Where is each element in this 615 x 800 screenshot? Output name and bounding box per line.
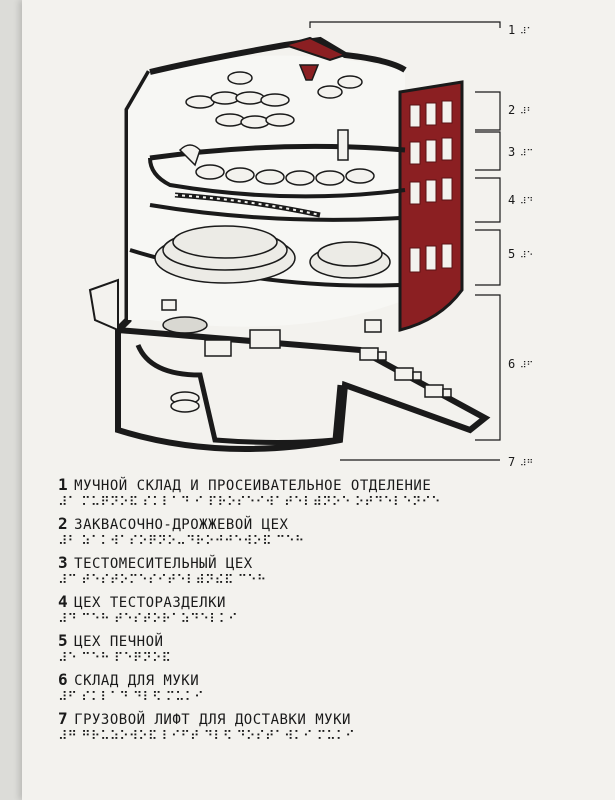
legend-number: 6 — [58, 670, 68, 689]
marker-7-number: 7 — [508, 455, 515, 469]
legend-text: ЦЕХ ТЕСТОРАЗДЕЛКИ — [74, 595, 226, 611]
legend-braille: ⠼⠛ ⠛⠗⠥⠵⠕⠺⠕⠯ ⠇⠊⠋⠞ ⠙⠇⠫ ⠙⠕⠎⠞⠁⠺⠅⠊ ⠍⠥⠅⠊ — [58, 729, 578, 745]
legend-text: МУЧНОЙ СКЛАД И ПРОСЕИВАТЕЛЬНОЕ ОТДЕЛЕНИЕ — [74, 478, 431, 494]
legend-item-3: 3 ТЕСТОМЕСИТЕЛЬНЫЙ ЦЕХ ⠼⠉ ⠞⠑⠎⠞⠕⠍⠑⠎⠊⠞⠑⠇⠾⠝⠮… — [58, 554, 578, 589]
side-annex — [90, 280, 118, 330]
legend-braille: ⠼⠁ ⠍⠥⠟⠝⠕⠯ ⠎⠅⠇⠁⠙ ⠊ ⠏⠗⠕⠎⠑⠊⠺⠁⠞⠑⠇⠾⠝⠕⠑ ⠕⠞⠙⠑⠇⠑… — [58, 495, 578, 511]
legend-braille: ⠼⠙ ⠉⠑⠓ ⠞⠑⠎⠞⠕⠗⠁⠵⠙⠑⠇⠅⠊ — [58, 612, 578, 628]
marker-4-number: 4 — [508, 193, 515, 207]
marker-2-number: 2 — [508, 103, 515, 117]
legend-label: 4 ЦЕХ ТЕСТОРАЗДЕЛКИ — [58, 593, 578, 612]
legend-item-7: 7 ГРУЗОВОЙ ЛИФТ ДЛЯ ДОСТАВКИ МУКИ ⠼⠛ ⠛⠗⠥⠵… — [58, 710, 578, 745]
legend-item-6: 6 СКЛАД ДЛЯ МУКИ ⠼⠋ ⠎⠅⠇⠁⠙ ⠙⠇⠫ ⠍⠥⠅⠊ — [58, 671, 578, 706]
legend-number: 2 — [58, 514, 68, 533]
legend-text: ТЕСТОМЕСИТЕЛЬНЫЙ ЦЕХ — [74, 556, 253, 572]
legend-label: 7 ГРУЗОВОЙ ЛИФТ ДЛЯ ДОСТАВКИ МУКИ — [58, 710, 578, 729]
legend-label: 3 ТЕСТОМЕСИТЕЛЬНЫЙ ЦЕХ — [58, 554, 578, 573]
legend-number: 7 — [58, 709, 68, 728]
marker-4-braille: ⠼⠙ — [520, 196, 533, 207]
legend: 1 МУЧНОЙ СКЛАД И ПРОСЕИВАТЕЛЬНОЕ ОТДЕЛЕНИ… — [58, 476, 578, 749]
legend-braille: ⠼⠉ ⠞⠑⠎⠞⠕⠍⠑⠎⠊⠞⠑⠇⠾⠝⠮⠯ ⠉⠑⠓ — [58, 573, 578, 589]
legend-number: 5 — [58, 631, 68, 650]
legend-text: ЗАКВАСОЧНО-ДРОЖЖЕВОЙ ЦЕХ — [74, 517, 288, 533]
legend-label: 5 ЦЕХ ПЕЧНОЙ — [58, 632, 578, 651]
marker-5-braille: ⠼⠑ — [520, 250, 533, 261]
legend-item-1: 1 МУЧНОЙ СКЛАД И ПРОСЕИВАТЕЛЬНОЕ ОТДЕЛЕНИ… — [58, 476, 578, 511]
legend-item-2: 2 ЗАКВАСОЧНО-ДРОЖЖЕВОЙ ЦЕХ ⠼⠃ ⠵⠁⠅⠺⠁⠎⠕⠟⠝⠕⠤… — [58, 515, 578, 550]
marker-1-braille: ⠼⠁ — [520, 26, 533, 37]
legend-number: 4 — [58, 592, 68, 611]
legend-text: СКЛАД ДЛЯ МУКИ — [74, 673, 199, 689]
level-markers: 1 ⠼⠁ 2 ⠼⠃ 3 ⠼⠉ 4 ⠼⠙ 5 ⠼⠑ 6 ⠼⠋ 7 ⠼⠛ — [508, 23, 533, 469]
legend-braille: ⠼⠋ ⠎⠅⠇⠁⠙ ⠙⠇⠫ ⠍⠥⠅⠊ — [58, 690, 578, 706]
legend-label: 6 СКЛАД ДЛЯ МУКИ — [58, 671, 578, 690]
marker-5-number: 5 — [508, 247, 515, 261]
marker-2-braille: ⠼⠃ — [520, 106, 533, 117]
bakery-cutaway-diagram: 1 ⠼⠁ 2 ⠼⠃ 3 ⠼⠉ 4 ⠼⠙ 5 ⠼⠑ 6 ⠼⠋ 7 ⠼⠛ — [0, 0, 615, 470]
marker-6-number: 6 — [508, 357, 515, 371]
legend-number: 3 — [58, 553, 68, 572]
legend-label: 2 ЗАКВАСОЧНО-ДРОЖЖЕВОЙ ЦЕХ — [58, 515, 578, 534]
marker-3-braille: ⠼⠉ — [520, 148, 533, 159]
legend-braille: ⠼⠑ ⠉⠑⠓ ⠏⠑⠟⠝⠕⠯ — [58, 651, 578, 667]
legend-text: ЦЕХ ПЕЧНОЙ — [74, 634, 163, 650]
legend-number: 1 — [58, 475, 68, 494]
marker-7-braille: ⠼⠛ — [520, 458, 533, 469]
legend-item-4: 4 ЦЕХ ТЕСТОРАЗДЕЛКИ ⠼⠙ ⠉⠑⠓ ⠞⠑⠎⠞⠕⠗⠁⠵⠙⠑⠇⠅⠊ — [58, 593, 578, 628]
legend-item-5: 5 ЦЕХ ПЕЧНОЙ ⠼⠑ ⠉⠑⠓ ⠏⠑⠟⠝⠕⠯ — [58, 632, 578, 667]
marker-3-number: 3 — [508, 145, 515, 159]
marker-6-braille: ⠼⠋ — [520, 360, 533, 371]
marker-1-number: 1 — [508, 23, 515, 37]
legend-braille: ⠼⠃ ⠵⠁⠅⠺⠁⠎⠕⠟⠝⠕⠤⠙⠗⠕⠚⠚⠑⠺⠕⠯ ⠉⠑⠓ — [58, 534, 578, 550]
legend-text: ГРУЗОВОЙ ЛИФТ ДЛЯ ДОСТАВКИ МУКИ — [74, 712, 351, 728]
legend-label: 1 МУЧНОЙ СКЛАД И ПРОСЕИВАТЕЛЬНОЕ ОТДЕЛЕНИ… — [58, 476, 578, 495]
